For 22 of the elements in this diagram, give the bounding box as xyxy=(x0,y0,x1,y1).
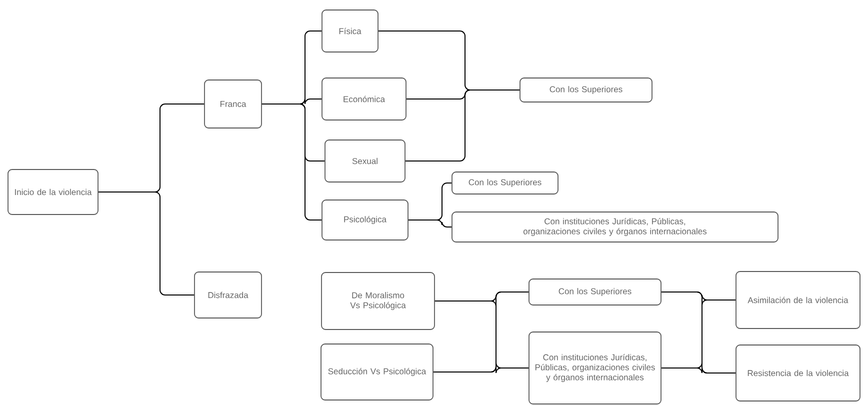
box: Sexual xyxy=(324,140,406,182)
box: Inicio de la violencia xyxy=(8,169,98,215)
bracket-connector xyxy=(660,368,736,374)
box: Resistencia de la violencia xyxy=(736,344,860,402)
bracket-connector xyxy=(261,104,322,220)
bracket-connector xyxy=(404,90,520,162)
box: De Moralismo Vs Psicológica xyxy=(321,272,435,330)
bracket-connector xyxy=(408,220,452,228)
box: Asimilación de la violencia xyxy=(736,271,860,329)
box: Con instituciones Jurídicas, Públicas, organizaciones civiles y órganos internacionales xyxy=(528,332,662,404)
box: Seducción Vs Psicológica xyxy=(320,344,434,400)
box: Con instituciones Jurídicas, Públicas, organizaciones civiles y órganos internacionales xyxy=(452,212,778,242)
bracket-connector xyxy=(432,366,530,374)
box: Con los Superiores xyxy=(528,278,662,306)
box: Franca xyxy=(204,80,262,128)
box: Psicológica xyxy=(322,200,408,240)
box: Con los Superiores xyxy=(452,172,558,194)
box: Con los Superiores xyxy=(520,78,652,102)
box: Física xyxy=(322,10,378,52)
bracket-connector xyxy=(98,192,195,296)
box: Económica xyxy=(322,78,406,120)
box: Disfrazada xyxy=(194,272,262,318)
